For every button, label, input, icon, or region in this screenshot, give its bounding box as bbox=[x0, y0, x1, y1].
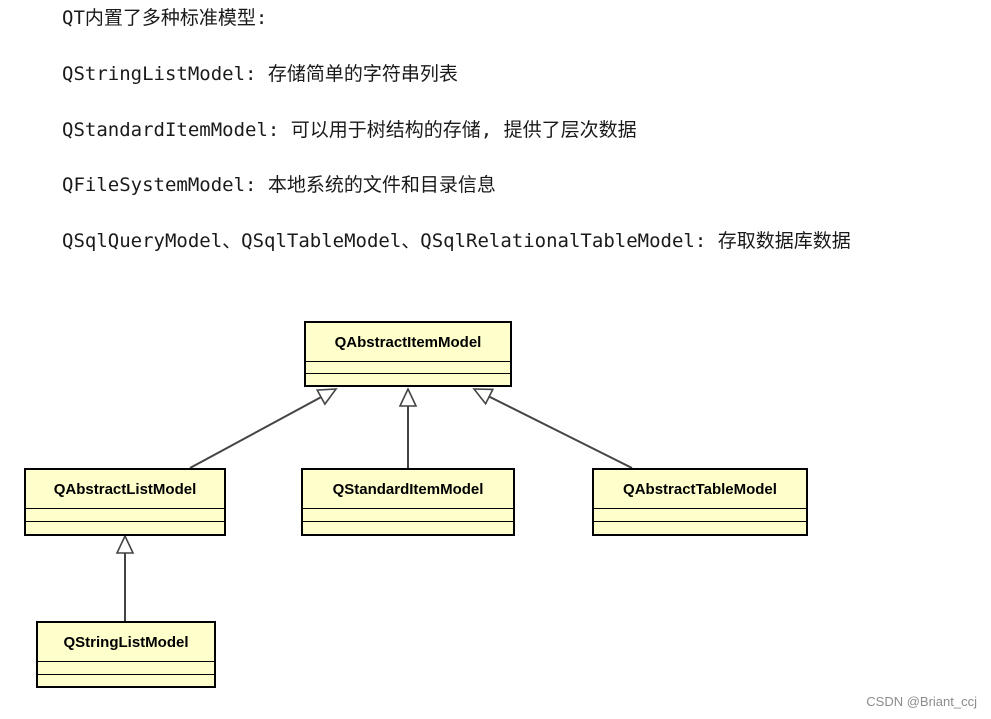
class-operations bbox=[38, 675, 214, 687]
class-attributes bbox=[303, 509, 513, 522]
class-attributes bbox=[26, 509, 224, 522]
class-name: QAbstractListModel bbox=[26, 470, 224, 509]
text-line-sql-models: QSqlQueryModel、QSqlTableModel、QSqlRelati… bbox=[62, 230, 851, 252]
class-operations bbox=[306, 374, 510, 385]
class-name: QStandardItemModel bbox=[303, 470, 513, 509]
inheritance-line-abstract_list_model bbox=[189, 396, 322, 469]
class-name: QAbstractTableModel bbox=[594, 470, 806, 509]
text-line-standard-item-model: QStandardItemModel: 可以用于树结构的存储, 提供了层次数据 bbox=[62, 119, 637, 141]
class-operations bbox=[303, 522, 513, 534]
class-name: QAbstractItemModel bbox=[306, 323, 510, 362]
class-attributes bbox=[38, 662, 214, 675]
class-operations bbox=[594, 522, 806, 534]
class-attributes bbox=[594, 509, 806, 522]
class-standard-item-model: QStandardItemModel bbox=[301, 468, 515, 536]
inheritance-line-abstract_table_model bbox=[488, 395, 633, 469]
class-name: QStringListModel bbox=[38, 623, 214, 662]
text-line-string-list-model: QStringListModel: 存储简单的字符串列表 bbox=[62, 63, 458, 85]
inheritance-arrowhead-string_list_model bbox=[115, 534, 135, 554]
class-string-list-model: QStringListModel bbox=[36, 621, 216, 688]
inheritance-arrowhead-abstract_table_model bbox=[472, 388, 495, 406]
class-abstract-list-model: QAbstractListModel bbox=[24, 468, 226, 536]
class-abstract-item-model: QAbstractItemModel bbox=[304, 321, 512, 387]
watermark: CSDN @Briant_ccj bbox=[866, 694, 977, 709]
text-line-intro: QT内置了多种标准模型: bbox=[62, 7, 268, 29]
inheritance-arrowhead-standard_item_model bbox=[398, 387, 418, 407]
class-abstract-table-model: QAbstractTableModel bbox=[592, 468, 808, 536]
inheritance-arrowhead-abstract_list_model bbox=[315, 388, 338, 406]
text-line-file-system-model: QFileSystemModel: 本地系统的文件和目录信息 bbox=[62, 174, 496, 196]
class-attributes bbox=[306, 362, 510, 374]
class-operations bbox=[26, 522, 224, 534]
